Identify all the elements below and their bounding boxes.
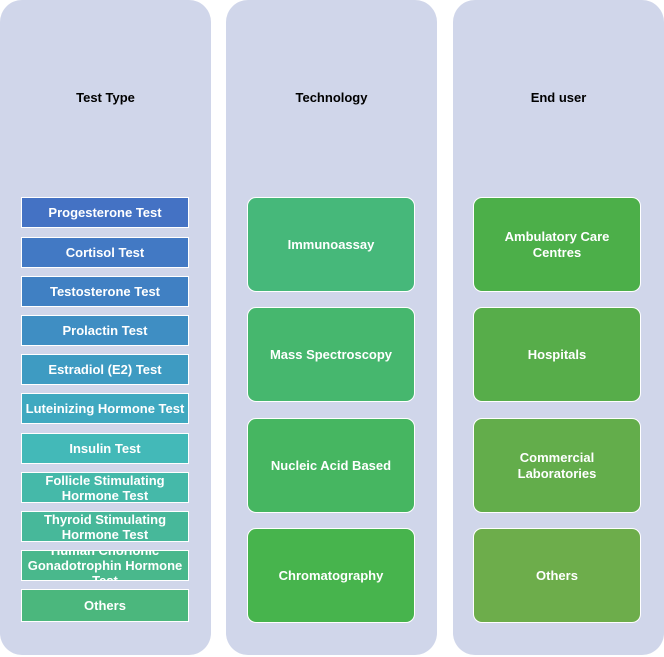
test-type-item: Testosterone Test [21,276,189,307]
end-user-item: Hospitals [473,307,641,402]
end-user-header: End user [530,90,587,105]
test-type-item: Follicle Stimulating Hormone Test [21,472,189,503]
test-type-item: Estradiol (E2) Test [21,354,189,385]
test-type-item: Prolactin Test [21,315,189,346]
end-user-item: Commercial Laboratories [473,418,641,513]
test-type-item: Human Chorionic Gonadotrophin Hormone Te… [21,550,189,581]
end-user-column: End user Ambulatory Care Centres Hospita… [453,0,664,655]
technology-item: Mass Spectroscopy [247,307,415,402]
test-type-item: Luteinizing Hormone Test [21,393,189,424]
test-type-item: Insulin Test [21,433,189,464]
technology-header: Technology [295,90,368,105]
end-user-item: Ambulatory Care Centres [473,197,641,292]
test-type-column: Test Type Progesterone Test Cortisol Tes… [0,0,211,655]
technology-item: Nucleic Acid Based [247,418,415,513]
test-type-header: Test Type [76,90,135,105]
technology-item: Chromatography [247,528,415,623]
technology-column: Technology Immunoassay Mass Spectroscopy… [226,0,437,655]
test-type-item: Progesterone Test [21,197,189,228]
test-type-item: Cortisol Test [21,237,189,268]
test-type-item: Others [21,589,189,622]
test-type-item: Thyroid Stimulating Hormone Test [21,511,189,542]
technology-item: Immunoassay [247,197,415,292]
end-user-item: Others [473,528,641,623]
